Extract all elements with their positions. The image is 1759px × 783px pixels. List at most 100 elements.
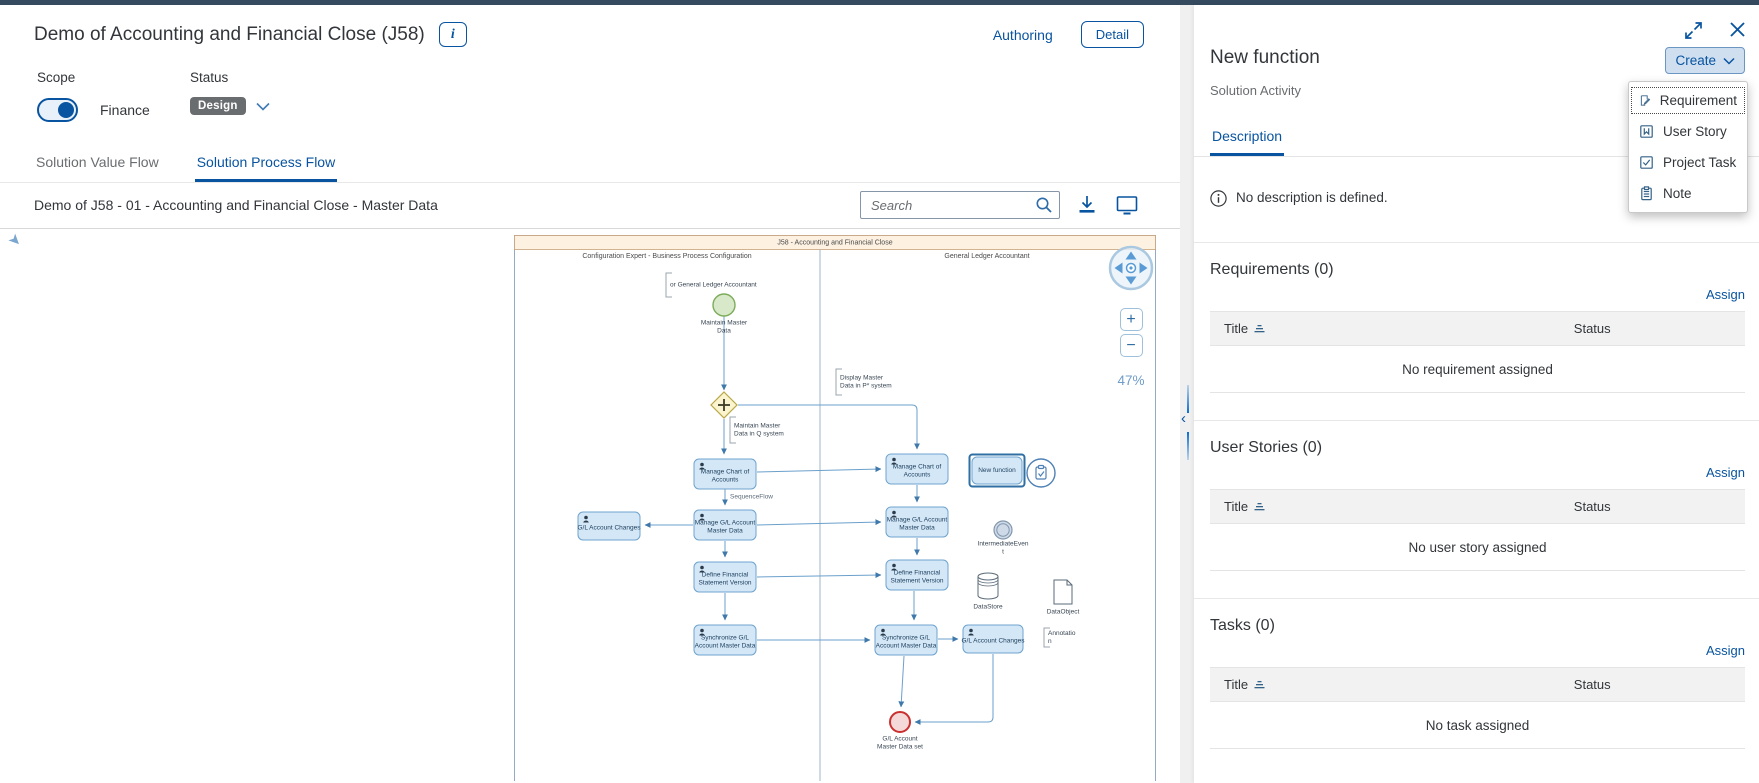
scope-label: Scope bbox=[37, 70, 76, 85]
pan-compass[interactable] bbox=[1108, 245, 1154, 291]
download-icon[interactable] bbox=[1074, 192, 1100, 218]
expand-panel-icon[interactable] bbox=[1683, 21, 1703, 41]
chevron-down-icon bbox=[1723, 57, 1735, 65]
svg-text:Master Data set: Master Data set bbox=[877, 744, 923, 751]
diagram-node-dataobject[interactable]: DataObject bbox=[1047, 579, 1080, 616]
column-status[interactable]: Status bbox=[1573, 311, 1745, 346]
detail-button[interactable]: Detail bbox=[1080, 21, 1144, 48]
sequence-flow-edge[interactable] bbox=[914, 654, 994, 725]
assign-requirement-link[interactable]: Assign bbox=[1705, 287, 1745, 302]
sequence-flow-edge[interactable] bbox=[756, 572, 882, 579]
menu-item-note[interactable]: Note bbox=[1629, 178, 1747, 209]
svg-text:G/L Account Changes: G/L Account Changes bbox=[578, 525, 642, 532]
svg-text:Master Data: Master Data bbox=[707, 528, 743, 535]
collapse-corner-icon[interactable]: ➤ bbox=[4, 229, 26, 251]
diagram-node-datastore[interactable]: DataStore bbox=[973, 572, 1003, 611]
create-button[interactable]: Create bbox=[1665, 47, 1745, 74]
svg-text:Statement Version: Statement Version bbox=[698, 580, 751, 587]
svg-text:Define Financial: Define Financial bbox=[894, 570, 941, 577]
column-status[interactable]: Status bbox=[1573, 667, 1745, 702]
section-title: Requirements (0) bbox=[1210, 261, 1334, 278]
search-input[interactable] bbox=[871, 197, 1035, 213]
flow-tabs: Solution Value Flow Solution Process Flo… bbox=[0, 148, 1180, 183]
svg-text:SequenceFlow: SequenceFlow bbox=[730, 494, 773, 501]
search-box[interactable] bbox=[860, 191, 1060, 219]
status-badge[interactable]: Design bbox=[190, 97, 246, 115]
svg-text:Annotatio: Annotatio bbox=[1048, 630, 1076, 637]
authoring-link[interactable]: Authoring bbox=[992, 26, 1053, 43]
sequence-flow-edge[interactable] bbox=[756, 466, 882, 473]
svg-text:DataStore: DataStore bbox=[973, 604, 1003, 611]
sequence-flow-edge[interactable] bbox=[738, 404, 920, 450]
requirements-table: Title Status No requirement assigned bbox=[1210, 311, 1745, 393]
column-title: Title bbox=[1224, 677, 1249, 692]
empty-row: No user story assigned bbox=[1210, 523, 1745, 571]
svg-text:Account Master Data: Account Master Data bbox=[876, 643, 937, 650]
diagram-title: Demo of J58 - 01 - Accounting and Financ… bbox=[34, 197, 438, 213]
menu-item-user-story[interactable]: User Story bbox=[1629, 116, 1747, 147]
page-header: Demo of Accounting and Financial Close (… bbox=[0, 5, 1180, 48]
empty-text: No task assigned bbox=[1210, 701, 1745, 749]
tab-solution-value-flow[interactable]: Solution Value Flow bbox=[36, 154, 159, 170]
svg-text:Data in P* system: Data in P* system bbox=[840, 383, 892, 390]
svg-text:n: n bbox=[1048, 638, 1052, 645]
requirements-section: Requirements (0) Assign Title Status No … bbox=[1194, 242, 1759, 420]
assign-user-story-link[interactable]: Assign bbox=[1705, 465, 1745, 480]
fit-screen-icon[interactable] bbox=[1114, 192, 1140, 218]
tab-description[interactable]: Description bbox=[1210, 124, 1285, 156]
tab-solution-process-flow[interactable]: Solution Process Flow bbox=[194, 148, 338, 182]
svg-text:Accounts: Accounts bbox=[712, 477, 739, 484]
scope-toggle[interactable] bbox=[37, 98, 78, 122]
text-annotation: or General Ledger Accountant bbox=[665, 272, 757, 298]
zoom-out-button[interactable]: − bbox=[1119, 334, 1143, 357]
diagram-node-task[interactable]: G/L Account Changes bbox=[962, 624, 1026, 654]
svg-text:Statement Version: Statement Version bbox=[890, 578, 943, 585]
menu-item-requirement[interactable]: Requirement bbox=[1629, 85, 1747, 116]
svg-text:Manage G/L Account: Manage G/L Account bbox=[887, 517, 948, 524]
sequence-flow-edge[interactable] bbox=[756, 519, 882, 526]
diagram-node-gateway[interactable] bbox=[710, 391, 738, 419]
page-title: Demo of Accounting and Financial Close (… bbox=[34, 23, 425, 45]
info-button[interactable]: i bbox=[438, 22, 467, 47]
svg-text:Maintain Master: Maintain Master bbox=[701, 320, 748, 327]
requirement-icon bbox=[1640, 95, 1651, 106]
svg-text:Data in Q system: Data in Q system bbox=[734, 431, 784, 438]
detail-panel: New function Create Solution Activity De… bbox=[1194, 5, 1759, 783]
scope-value: Finance bbox=[100, 102, 150, 118]
menu-item-project-task[interactable]: Project Task bbox=[1629, 147, 1747, 178]
sequence-flow-edge[interactable] bbox=[898, 655, 905, 708]
assign-task-link[interactable]: Assign bbox=[1705, 643, 1745, 658]
zoom-in-button[interactable]: + bbox=[1119, 308, 1143, 331]
empty-text: No requirement assigned bbox=[1210, 345, 1745, 393]
svg-text:G/L Account: G/L Account bbox=[882, 736, 917, 743]
close-icon[interactable] bbox=[1727, 21, 1747, 41]
column-title: Title bbox=[1224, 499, 1249, 514]
tasks-table: Title Status No task assigned bbox=[1210, 667, 1745, 749]
sort-icon bbox=[1254, 680, 1265, 688]
search-icon[interactable] bbox=[1035, 196, 1053, 214]
diagram-node-task-selected[interactable]: New function bbox=[968, 453, 1026, 488]
diagram-node-task[interactable]: G/L Account Changes bbox=[577, 511, 642, 541]
message-info-icon bbox=[1210, 190, 1227, 207]
collapse-panel-icon[interactable]: ‹ bbox=[1181, 410, 1186, 427]
panel-splitter[interactable]: ‹ bbox=[1180, 5, 1194, 783]
chevron-down-icon[interactable] bbox=[255, 102, 270, 111]
column-status[interactable]: Status bbox=[1573, 489, 1745, 524]
diagram-node-attach-button[interactable] bbox=[1026, 458, 1056, 488]
svg-text:Define Financial: Define Financial bbox=[702, 572, 749, 579]
process-diagram[interactable]: J58 - Accounting and Financial CloseConf… bbox=[514, 235, 1156, 781]
